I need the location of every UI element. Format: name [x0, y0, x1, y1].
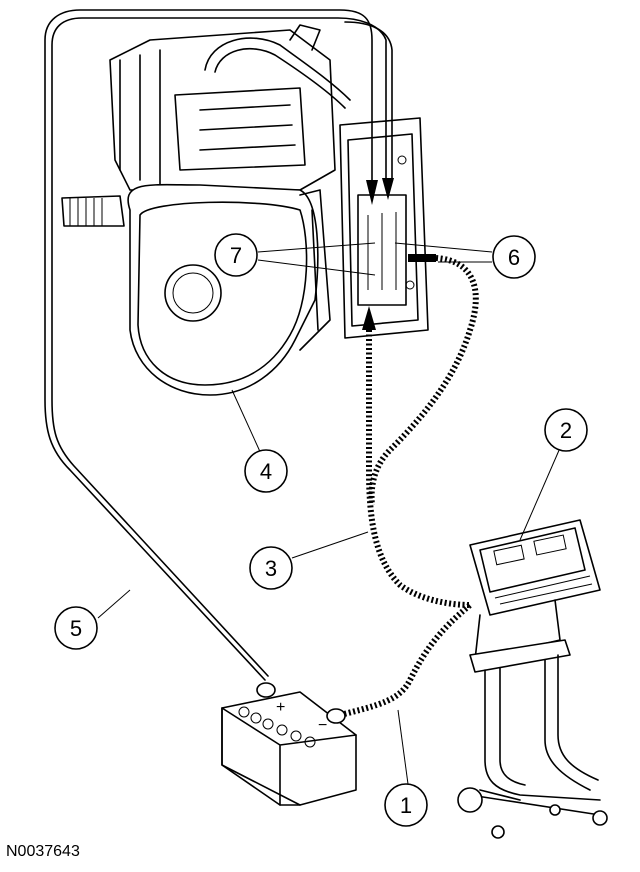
leader-lines — [97, 242, 561, 785]
figure-reference-number: N0037643 — [6, 843, 80, 860]
callout-6: 6 — [492, 235, 536, 279]
callout-5: 5 — [54, 606, 98, 650]
callout-4: 4 — [244, 449, 288, 493]
callout-1: 1 — [384, 783, 428, 827]
callout-2: 2 — [544, 408, 588, 452]
callout-5-label: 5 — [70, 616, 82, 641]
positive-mark: + — [276, 699, 285, 716]
battery-cable — [339, 602, 472, 718]
engine-assembly — [61, 24, 351, 396]
callout-3: 3 — [249, 546, 293, 590]
callout-7-label: 7 — [230, 243, 242, 268]
positive-terminal — [256, 682, 276, 698]
negative-terminal — [326, 708, 346, 724]
callout-2-label: 2 — [560, 418, 572, 443]
callout-3-label: 3 — [265, 556, 277, 581]
ground-lead — [44, 9, 373, 681]
ground-lead-inner — [51, 17, 387, 677]
callout-1-label: 1 — [400, 793, 412, 818]
connector-module — [339, 117, 429, 339]
callout-7: 7 — [214, 233, 258, 277]
battery: + − — [221, 682, 357, 806]
tester-cable — [366, 255, 479, 608]
diagnostic-tester — [457, 519, 608, 839]
callout-6-label: 6 — [508, 245, 520, 270]
callout-4-label: 4 — [260, 459, 272, 484]
probe-tips — [362, 178, 436, 330]
negative-mark: − — [318, 717, 327, 734]
